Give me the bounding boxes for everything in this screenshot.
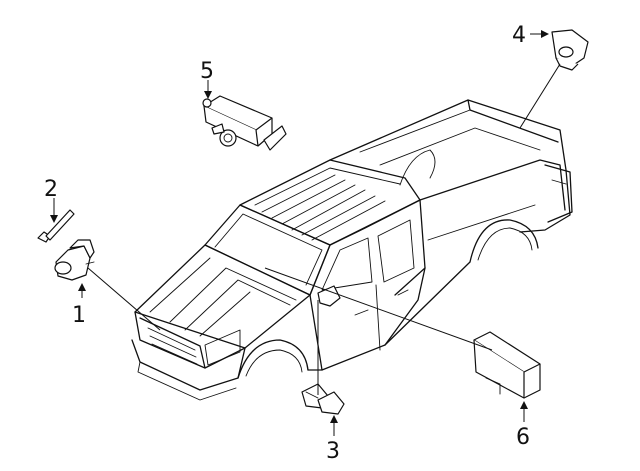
part-6-control-module xyxy=(473,331,541,399)
part-4-sensor xyxy=(551,29,589,71)
callout-2: 2 xyxy=(44,177,58,202)
part-5-camera-module xyxy=(202,95,287,151)
leader-lines xyxy=(87,63,561,395)
callout-3: 3 xyxy=(326,439,340,464)
callout-5: 5 xyxy=(200,59,214,84)
part-2-bolt xyxy=(37,209,75,243)
part-1-sensor xyxy=(54,239,95,281)
callout-6: 6 xyxy=(516,425,530,450)
part-3-sensor xyxy=(301,383,345,415)
callout-4: 4 xyxy=(512,23,526,48)
pickup-truck-outline xyxy=(131,99,573,401)
callout-1: 1 xyxy=(72,303,86,328)
callout-arrows xyxy=(50,30,549,436)
